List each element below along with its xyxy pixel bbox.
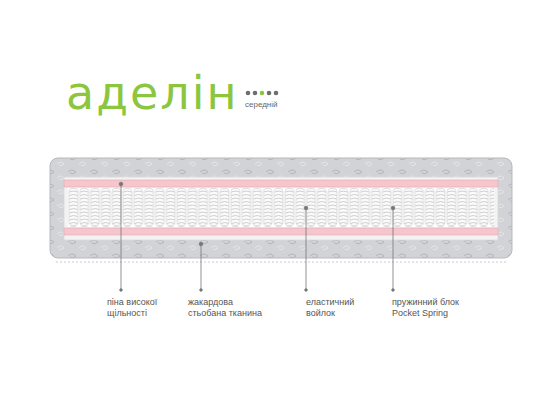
callout-label: пружинний блок Pocket Spring xyxy=(392,297,472,319)
callout-label: жакардова стьобана тканина xyxy=(188,297,268,319)
callout-label: піна високої щільності xyxy=(107,297,171,319)
foam-layer-top xyxy=(64,180,498,187)
leader-lines xyxy=(119,182,395,291)
felt-layer xyxy=(64,177,498,240)
pocket-springs xyxy=(68,188,494,227)
firmness-label: середній xyxy=(245,101,278,109)
product-title: аделін xyxy=(66,70,239,116)
firmness-dots xyxy=(246,91,279,96)
foam-layer-bottom xyxy=(64,228,498,235)
quilted-cover xyxy=(50,158,512,258)
callout-label: еластичний войлок xyxy=(306,297,366,319)
